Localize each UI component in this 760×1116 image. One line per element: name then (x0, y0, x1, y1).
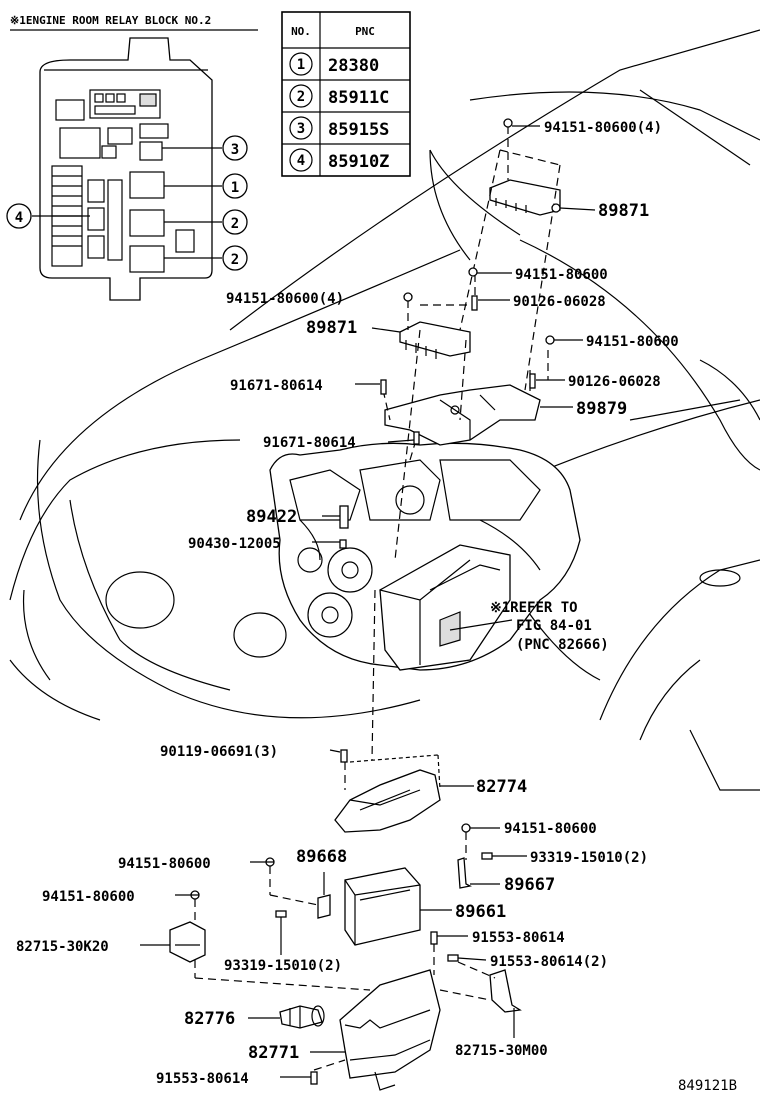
label-90126-06028-b: 90126-06028 (568, 374, 661, 390)
table-row-2-no: 2 (297, 89, 305, 105)
label-91553-80614-2: 91553-80614(2) (490, 954, 608, 970)
assembly-guides-lower (194, 832, 496, 1071)
label-91671-80614-a: 91671-80614 (230, 378, 323, 394)
refer-line-1: ※1REFER TO (490, 600, 578, 616)
label-94151-80600-4-left: 94151-80600(4) (226, 291, 344, 307)
label-82715-30k20: 82715-30K20 (16, 939, 109, 955)
relay-box-89871-right (489, 179, 561, 216)
callout-2a-label: 2 (231, 216, 239, 232)
label-90430-12005: 90430-12005 (188, 536, 281, 552)
label-89879: 89879 (576, 399, 627, 419)
bracket-82715-30m00 (489, 969, 522, 1013)
engine-assembly (269, 442, 581, 671)
callout-3 (222, 135, 248, 161)
bracket-89667 (457, 857, 472, 889)
label-94151-80600-d: 94151-80600 (118, 856, 211, 872)
label-89661: 89661 (455, 902, 506, 922)
callout-2a (222, 209, 248, 235)
table-row-3-pnc: 85915S (328, 120, 389, 140)
label-89668: 89668 (296, 847, 347, 867)
table-header-pnc: PNC (355, 25, 375, 38)
callout-2b (222, 245, 248, 271)
ecu-89661 (344, 867, 421, 946)
label-89871-left: 89871 (306, 318, 357, 338)
label-82774: 82774 (476, 777, 527, 797)
refer-line-2: FIG 84-01 (516, 618, 592, 634)
label-94151-80600-c: 94151-80600 (504, 821, 597, 837)
label-82715-30m00: 82715-30M00 (455, 1043, 548, 1059)
table-row-4-pnc: 85910Z (328, 152, 389, 172)
leader-lines (140, 125, 596, 1078)
label-94151-80600-e: 94151-80600 (42, 889, 135, 905)
label-93319-15010-2-b: 93319-15010(2) (224, 958, 342, 974)
label-91553-80614-b: 91553-80614 (156, 1071, 249, 1087)
callout-4-label: 4 (15, 210, 23, 226)
car-body-outline (9, 29, 760, 791)
callout-1-label: 1 (231, 180, 239, 196)
label-89871-right: 89871 (598, 201, 649, 221)
relay-block-title: ※1ENGINE ROOM RELAY BLOCK NO.2 (10, 14, 211, 27)
figure-id: 849121B (678, 1078, 737, 1094)
hose-82776 (279, 1005, 325, 1029)
label-94151-80600-b: 94151-80600 (586, 334, 679, 350)
bracket-89879 (384, 384, 541, 446)
bracket-82715-30k20 (169, 921, 206, 963)
pnc-table: NO. PNC 1 28380 2 85911C 3 85915S 4 8591… (281, 11, 411, 177)
callout-4 (6, 203, 32, 229)
table-row-1-no: 1 (297, 57, 305, 73)
label-82776: 82776 (184, 1009, 235, 1029)
ecu-box-installed (379, 544, 511, 671)
table-header-no: NO. (291, 25, 311, 38)
cover-82774 (334, 749, 441, 833)
label-94151-80600-4-top: 94151-80600(4) (544, 120, 662, 136)
table-row-3-no: 3 (297, 121, 305, 137)
table-row-1-pnc: 28380 (328, 56, 379, 76)
callout-3-label: 3 (231, 142, 239, 158)
label-94151-80600-a: 94151-80600 (515, 267, 608, 283)
label-89667: 89667 (504, 875, 555, 895)
label-82771: 82771 (248, 1043, 299, 1063)
table-row-2-pnc: 85911C (328, 88, 389, 108)
sensor-89422 (339, 505, 349, 529)
part-labels: 94151-80600(4) 89871 94151-80600 94151-8… (16, 120, 737, 1094)
callout-1 (222, 173, 248, 199)
refer-line-3: (PNC 82666) (516, 637, 609, 653)
bracket-89668 (317, 872, 331, 919)
label-91553-80614-a: 91553-80614 (472, 930, 565, 946)
table-row-4-no: 4 (297, 153, 305, 169)
relay-block-illustration (39, 37, 213, 301)
label-93319-15010-2-a: 93319-15010(2) (530, 850, 648, 866)
case-82771 (339, 969, 441, 1091)
label-91671-80614-b: 91671-80614 (263, 435, 356, 451)
label-90119-06691-3: 90119-06691(3) (160, 744, 278, 760)
fasteners-top (339, 118, 561, 549)
callout-2b-label: 2 (231, 252, 239, 268)
label-90126-06028-a: 90126-06028 (513, 294, 606, 310)
relay-box-89871-left (399, 321, 471, 359)
relay-callouts: 3 1 2 2 4 (6, 135, 248, 271)
label-89422: 89422 (246, 507, 297, 527)
